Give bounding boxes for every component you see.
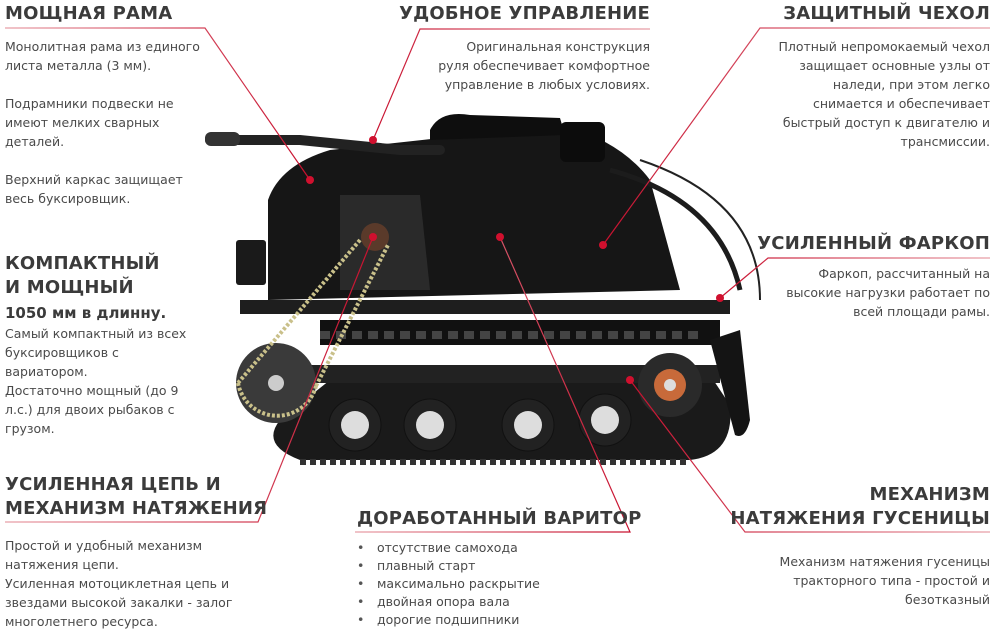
text-line: высокие нагрузки работает по — [786, 285, 990, 300]
text-line: Верхний каркас защищает — [5, 172, 183, 187]
text-line: натяжения цепи. — [5, 557, 119, 572]
text-line: Оригинальная конструкция — [466, 39, 650, 54]
callout-dots — [306, 136, 724, 384]
compact-subtitle: 1050 мм в длинну. — [5, 304, 167, 322]
tension-text: Механизм натяжения гусеницы тракторного … — [780, 552, 990, 609]
text-line: буксировщиков с — [5, 345, 119, 360]
list-item: максимально раскрытие — [355, 575, 540, 593]
text-line: Самый компактный из всех — [5, 326, 187, 341]
text-line: Фаркоп, рассчитанный на — [818, 266, 990, 281]
text-line: Достаточно мощный (до 9 — [5, 383, 179, 398]
callout-lines — [5, 27, 990, 533]
chain-text: Простой и удобный механизм натяжения цеп… — [5, 536, 232, 631]
text-line: Плотный непромокаемый чехол — [778, 39, 990, 54]
text-line: руля обеспечивает комфортное — [438, 58, 650, 73]
text-line: деталей. — [5, 134, 65, 149]
text-line: тракторного типа - простой и — [793, 573, 990, 588]
tension-title-2: НАТЯЖЕНИЯ ГУСЕНИЦЫ — [730, 508, 990, 529]
text-line: Подрамники подвески не — [5, 96, 174, 111]
text-line: Усиленная мотоциклетная цепь и — [5, 576, 230, 591]
text-line: имеют мелких сварных — [5, 115, 160, 130]
text-line: звездами высокой закалки - залог — [5, 595, 233, 610]
chain-title-2: МЕХАНИЗМ НАТЯЖЕНИЯ — [5, 498, 268, 519]
frame-title: МОЩНАЯ РАМА — [5, 3, 173, 24]
cover-text: Плотный непромокаемый чехол защищает осн… — [778, 37, 990, 151]
cover-title: ЗАЩИТНЫЙ ЧЕХОЛ — [783, 3, 990, 24]
text-line: безотказный — [905, 592, 990, 607]
text-line: управление в любых условиях. — [444, 77, 650, 92]
list-item: двойная опора вала — [355, 593, 540, 611]
list-item: отсутствие самохода — [355, 539, 540, 557]
list-item: плавный старт — [355, 557, 540, 575]
hitch-title: УСИЛЕННЫЙ ФАРКОП — [757, 233, 990, 254]
control-title: УДОБНОЕ УПРАВЛЕНИЕ — [399, 3, 650, 24]
chain-title-1: УСИЛЕННАЯ ЦЕПЬ И — [5, 474, 221, 495]
variator-list: отсутствие самохода плавный старт максим… — [355, 539, 540, 629]
text-line: л.с.) для двоих рыбаков с — [5, 402, 175, 417]
text-line: наледи, при этом легко — [832, 77, 990, 92]
text-line: снимается и обеспечивает — [813, 96, 990, 111]
list-item: дорогие подшипники — [355, 611, 540, 629]
text-line: Механизм натяжения гусеницы — [779, 554, 990, 569]
text-line: трансмиссии. — [900, 134, 990, 149]
hitch-text: Фаркоп, рассчитанный на высокие нагрузки… — [786, 264, 990, 321]
text-line: защищает основные узлы от — [799, 58, 990, 73]
frame-text: Монолитная рама из единого листа металла… — [5, 37, 200, 208]
text-line: грузом. — [5, 421, 55, 436]
compact-text: Самый компактный из всех буксировщиков с… — [5, 324, 186, 438]
text-line: Монолитная рама из единого — [5, 39, 200, 54]
text-line: многолетнего ресурса. — [5, 614, 158, 629]
compact-title-2: И МОЩНЫЙ — [5, 277, 134, 298]
tension-title-1: МЕХАНИЗМ — [869, 484, 990, 505]
text-line: быстрый доступ к двигателю и — [782, 115, 990, 130]
text-line: всей площади рамы. — [853, 304, 990, 319]
text-line: Простой и удобный механизм — [5, 538, 203, 553]
variator-title: ДОРАБОТАННЫЙ ВАРИТОР — [357, 508, 642, 529]
text-line: листа металла (3 мм). — [5, 58, 152, 73]
control-text: Оригинальная конструкция руля обеспечива… — [438, 37, 650, 94]
compact-title-1: КОМПАКТНЫЙ — [5, 253, 160, 274]
text-line: весь буксировщик. — [5, 191, 131, 206]
machine — [205, 114, 761, 465]
text-line: вариатором. — [5, 364, 88, 379]
